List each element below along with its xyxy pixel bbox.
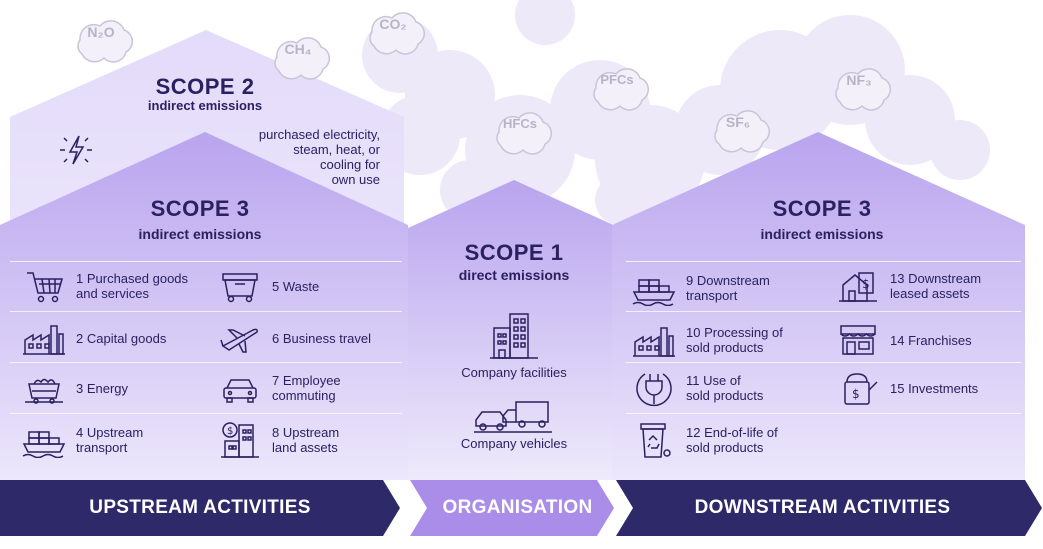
list-item: 2 Capital goods <box>20 318 166 358</box>
dumpster-icon <box>216 266 264 306</box>
divider <box>10 413 402 414</box>
downstream-activities-label: DOWNSTREAM ACTIVITIES <box>694 497 951 518</box>
nf3-label: NF₃ <box>846 72 872 88</box>
watering-can-money-icon: $ <box>834 368 882 408</box>
svg-text:$: $ <box>227 426 233 437</box>
sf6-label: SF₆ <box>725 114 751 130</box>
lightning-icon <box>54 128 98 177</box>
cargo-ship-icon <box>20 420 68 460</box>
office-building-icon <box>488 310 540 367</box>
svg-text:$: $ <box>852 387 860 401</box>
item-label: 14 Franchises <box>890 332 972 348</box>
list-item: $ 8 Upstream land assets <box>216 420 339 460</box>
item-label: 10 Processing of sold products <box>686 325 783 355</box>
company-facilities-label: Company facilities <box>461 365 567 380</box>
item-label: 6 Business travel <box>272 330 371 346</box>
item-label: 9 Downstream transport <box>686 273 770 303</box>
item-label: 2 Capital goods <box>76 330 167 346</box>
hfcs-label: HFCs <box>503 116 537 131</box>
item-label: 3 Energy <box>76 380 129 396</box>
list-item: 3 Energy <box>20 368 128 408</box>
factory-icon <box>630 320 678 360</box>
svg-text:$: $ <box>862 277 870 291</box>
downstream-band <box>616 480 1042 536</box>
cargo-ship-icon <box>630 268 678 308</box>
scope3-downstream-subtitle: indirect emissions <box>760 226 884 242</box>
scope3-upstream-house <box>0 132 408 480</box>
list-item: 5 Waste <box>216 266 319 306</box>
storefront-icon <box>834 320 882 360</box>
list-item: $ 15 Investments <box>834 368 978 408</box>
gas-cloud-shapes <box>77 12 892 155</box>
coal-cart-icon <box>20 368 68 408</box>
scope2-subtitle: indirect emissions <box>147 98 263 113</box>
item-label: 11 Use of sold products <box>686 373 764 403</box>
list-item: 7 Employee commuting <box>216 368 341 408</box>
item-label: 8 Upstream land assets <box>272 425 340 455</box>
scope3-downstream-title: SCOPE 3 <box>772 196 872 221</box>
scope3-downstream-house <box>612 132 1025 480</box>
list-item: 14 Franchises <box>834 320 972 360</box>
scope2-title: SCOPE 2 <box>155 74 255 99</box>
ch4-label: CH₄ <box>284 41 312 57</box>
divider <box>10 261 402 262</box>
divider <box>626 311 1021 312</box>
airplane-icon <box>216 318 264 358</box>
divider <box>626 261 1021 262</box>
shopping-cart-icon <box>20 266 68 306</box>
list-item: 1 Purchased goods and services <box>20 266 188 306</box>
list-item: $ 13 Downstream leased assets <box>834 266 981 306</box>
list-item: 10 Processing of sold products <box>630 320 783 360</box>
scope1-title: SCOPE 1 <box>464 240 564 265</box>
plug-icon <box>630 368 678 408</box>
item-label: 13 Downstream leased assets <box>890 271 982 301</box>
organisation-band <box>410 480 614 536</box>
divider <box>10 362 402 363</box>
list-item: 11 Use of sold products <box>630 368 763 408</box>
item-label: 5 Waste <box>272 278 320 294</box>
list-item: 6 Business travel <box>216 318 371 358</box>
leased-house-icon: $ <box>834 266 882 306</box>
divider <box>626 362 1021 363</box>
upstream-activities-label: UPSTREAM ACTIVITIES <box>89 497 311 518</box>
delivery-vehicles-icon <box>472 396 554 441</box>
co2-label: CO₂ <box>379 16 407 32</box>
scope3-upstream-subtitle: indirect emissions <box>138 226 262 242</box>
n2o-label: N₂O <box>87 24 115 40</box>
company-vehicles-label: Company vehicles <box>460 436 568 451</box>
item-label: 7 Employee commuting <box>272 373 341 403</box>
pfcs-label: PFCs <box>600 72 634 87</box>
organisation-label: ORGANISATION <box>442 497 593 518</box>
list-item: 9 Downstream transport <box>630 268 770 308</box>
divider <box>10 311 402 312</box>
scope2-description: purchased electricity, steam, heat, or c… <box>258 127 380 187</box>
item-label: 12 End-of-life of sold products <box>686 425 778 455</box>
list-item: 4 Upstream transport <box>20 420 143 460</box>
item-label: 4 Upstream transport <box>76 425 144 455</box>
car-icon <box>216 368 264 408</box>
item-label: 1 Purchased goods and services <box>76 271 189 301</box>
list-item: 12 End-of-life of sold products <box>630 420 778 460</box>
scope3-upstream-title: SCOPE 3 <box>150 196 250 221</box>
building-dollar-icon: $ <box>216 420 264 460</box>
divider <box>626 413 1021 414</box>
item-label: 15 Investments <box>890 380 979 396</box>
recycle-bin-icon <box>630 420 678 460</box>
scope1-subtitle: direct emissions <box>458 267 570 283</box>
factory-icon <box>20 318 68 358</box>
upstream-band <box>0 480 400 536</box>
